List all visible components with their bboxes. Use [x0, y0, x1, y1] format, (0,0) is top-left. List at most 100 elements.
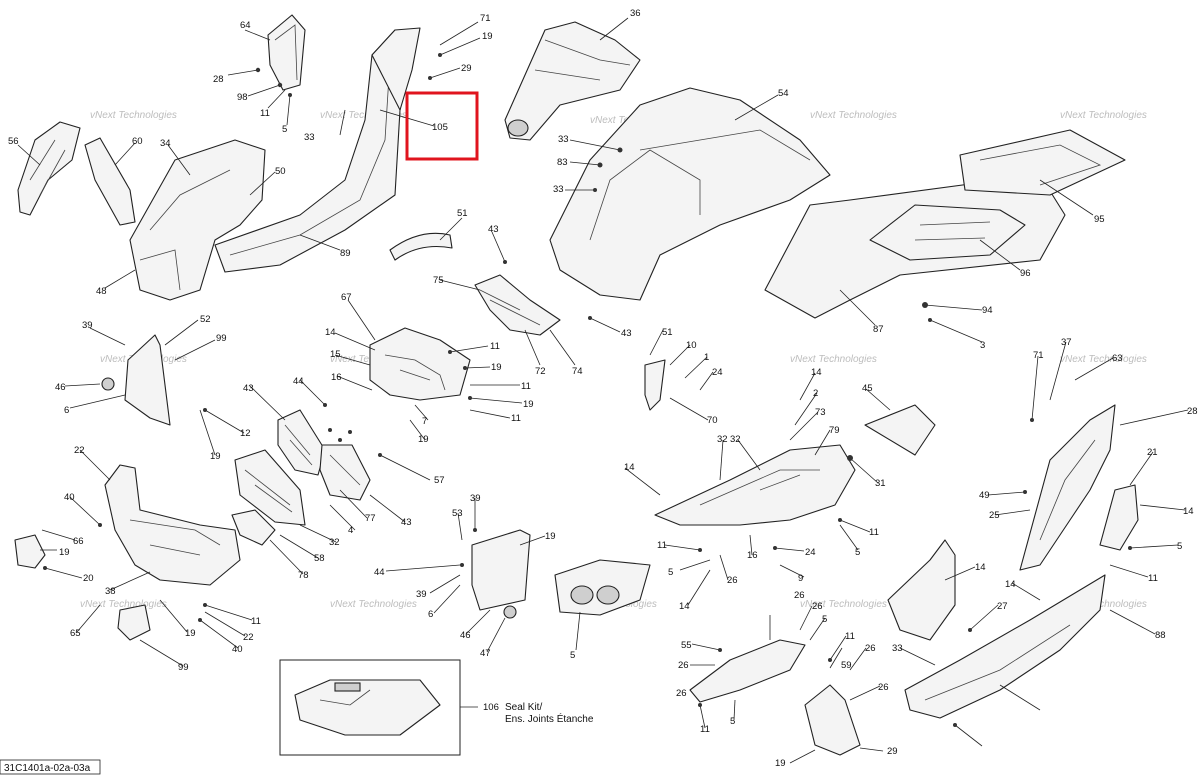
callout-96[interactable]: 96 [1020, 268, 1031, 279]
callout-19[interactable]: 19 [418, 434, 429, 445]
callout-66[interactable]: 19 [59, 547, 70, 558]
callout-105[interactable]: 105 [432, 122, 448, 133]
callout-99[interactable]: 99 [216, 333, 227, 344]
callout-29[interactable]: 71 [1033, 350, 1044, 361]
callout-51[interactable]: 51 [457, 208, 468, 219]
callout-83[interactable]: 83 [557, 157, 568, 168]
callout-12[interactable]: 4 [348, 525, 353, 536]
callout-60[interactable]: 60 [132, 136, 143, 147]
callout-32[interactable]: 58 [314, 553, 325, 564]
callout-11[interactable]: 7 [422, 416, 427, 427]
callout-46[interactable]: 47 [480, 648, 491, 659]
callout-7[interactable]: 51 [662, 327, 673, 338]
callout-39[interactable]: 6 [428, 609, 433, 620]
callout-26[interactable]: 14 [679, 601, 690, 612]
callout-43[interactable]: 57 [434, 475, 445, 486]
callout-14[interactable]: 11 [1148, 573, 1158, 584]
callout-53[interactable]: 19 [545, 531, 556, 542]
callout-14[interactable]: 32 [717, 434, 728, 445]
callout-11[interactable]: 26 [678, 660, 689, 671]
callout-11[interactable]: 5 [668, 567, 673, 578]
callout-78[interactable]: 43 [401, 517, 412, 528]
callout-19[interactable]: 19 [523, 399, 534, 410]
callout-26[interactable]: 26 [878, 682, 889, 693]
callout-5[interactable]: 26 [727, 575, 738, 586]
callout-34[interactable]: 34 [160, 138, 171, 149]
callout-71[interactable]: 63 [1112, 353, 1123, 364]
callout-16[interactable]: 9 [798, 573, 803, 584]
callout-94[interactable]: 94 [982, 305, 993, 316]
callout-99[interactable]: 39 [470, 493, 481, 504]
callout-58[interactable]: 78 [298, 570, 309, 581]
callout-3[interactable]: 3 [980, 340, 985, 351]
callout-4[interactable]: 77 [365, 513, 376, 524]
callout-47[interactable]: 5 [570, 650, 575, 661]
callout-19[interactable]: 37 [1061, 337, 1072, 348]
callout-72[interactable]: 72 [535, 366, 546, 377]
callout-67[interactable]: 67 [341, 292, 352, 303]
callout-65[interactable]: 99 [178, 662, 189, 673]
callout-59[interactable]: 29 [887, 746, 898, 757]
callout-57[interactable]: 22 [74, 445, 85, 456]
callout-43[interactable]: 43 [621, 328, 632, 339]
callout-74[interactable]: 74 [572, 366, 583, 377]
callout-37[interactable]: 28 [1187, 406, 1198, 417]
callout-11[interactable]: 25 [989, 510, 1000, 521]
callout-26[interactable]: 5 [730, 716, 735, 727]
callout-11[interactable]: 26 [865, 643, 876, 654]
callout-14[interactable]: 14 [325, 327, 336, 338]
callout-75[interactable]: 75 [433, 275, 444, 286]
callout-44[interactable]: 39 [416, 589, 427, 600]
callout-9[interactable]: 11 [869, 527, 879, 538]
callout-43[interactable]: 44 [293, 376, 304, 387]
callout-89[interactable]: 89 [340, 248, 351, 259]
callout-2[interactable]: 73 [815, 407, 826, 418]
callout-11[interactable]: 22 [243, 632, 254, 643]
callout-27[interactable]: 88 [1155, 630, 1166, 641]
callout-11[interactable]: 11 [260, 108, 270, 119]
callout-39[interactable]: 53 [452, 508, 463, 519]
callout-26[interactable]: 11 [700, 724, 710, 735]
callout-5[interactable]: 55 [681, 640, 692, 651]
callout-21[interactable]: 5 [1177, 541, 1182, 552]
callout-56[interactable]: 56 [8, 136, 19, 147]
callout-39[interactable]: 39 [82, 320, 93, 331]
callout-38[interactable]: 11 [251, 616, 261, 627]
callout-55[interactable]: 26 [676, 688, 687, 699]
callout-19[interactable]: 19 [491, 362, 502, 373]
callout-14[interactable]: 2 [813, 388, 818, 399]
callout-51[interactable]: 10 [686, 340, 697, 351]
callout-1[interactable]: 24 [712, 367, 723, 378]
callout-11[interactable]: 11 [511, 413, 521, 424]
callout-98[interactable]: 98 [237, 92, 248, 103]
callout-6[interactable]: 46 [460, 630, 471, 641]
callout-48[interactable]: 48 [96, 286, 107, 297]
callout-22[interactable]: 40 [64, 492, 75, 503]
callout-95[interactable]: 95 [1094, 214, 1105, 225]
callout-14[interactable]: 14 [1005, 579, 1016, 590]
callout-40[interactable]: 19 [185, 628, 196, 639]
callout-19[interactable]: 19 [482, 31, 493, 42]
callout-45[interactable]: 31 [875, 478, 886, 489]
callout-32[interactable]: 14 [624, 462, 635, 473]
callout-106[interactable]: 106 [483, 702, 499, 713]
callout-73[interactable]: 45 [862, 383, 873, 394]
callout-11[interactable]: 11 [521, 381, 531, 392]
callout-5[interactable]: 49 [979, 490, 990, 501]
callout-5[interactable]: 59 [841, 660, 852, 671]
callout-28[interactable]: 28 [213, 74, 224, 85]
callout-5[interactable]: 26 [794, 590, 805, 601]
callout-32[interactable]: 79 [829, 425, 840, 436]
callout-43[interactable]: 43 [488, 224, 499, 235]
callout-5[interactable]: 11 [845, 631, 855, 642]
callout-33[interactable]: 33 [558, 134, 569, 145]
callout-49[interactable]: 14 [975, 562, 986, 573]
callout-46[interactable]: 46 [55, 382, 66, 393]
callout-14[interactable]: 24 [805, 547, 816, 558]
callout-19[interactable]: 12 [240, 428, 251, 439]
callout-33[interactable]: 33 [304, 132, 315, 143]
callout-87[interactable]: 87 [873, 324, 884, 335]
callout-40[interactable]: 66 [73, 536, 84, 547]
callout-20[interactable]: 38 [105, 586, 116, 597]
callout-22[interactable]: 40 [232, 644, 243, 655]
